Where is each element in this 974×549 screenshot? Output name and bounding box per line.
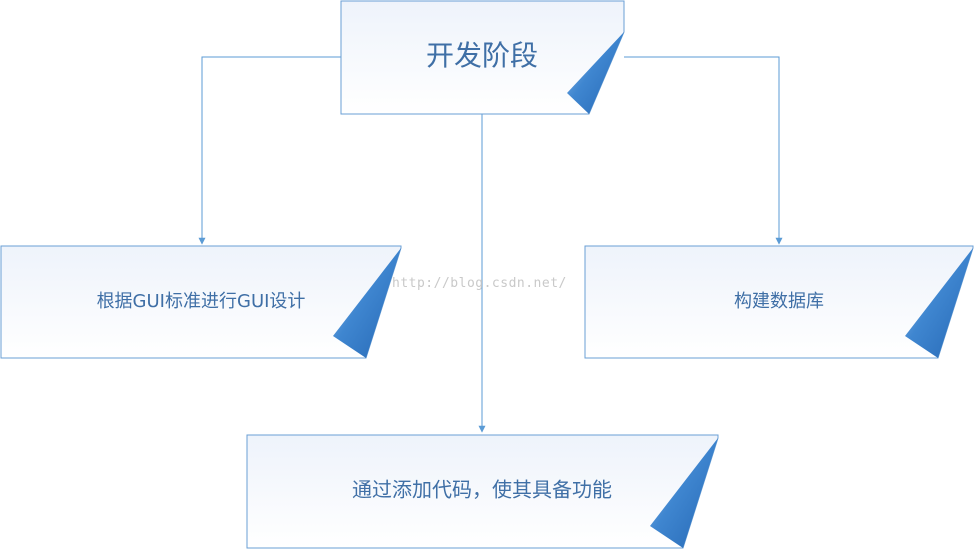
root-box: 开发阶段 xyxy=(340,0,625,115)
child-box-database: 构建数据库 xyxy=(584,245,974,359)
page-curl-icon xyxy=(650,438,718,548)
connector-root-to-gui xyxy=(198,56,341,245)
child-box-add-code: 通过添加代码，使其具备功能 xyxy=(246,434,719,549)
page-curl-icon xyxy=(567,32,624,114)
root-label: 开发阶段 xyxy=(426,39,538,72)
connector-root-to-database xyxy=(624,56,783,245)
page-curl-icon xyxy=(333,248,401,358)
watermark-text: http://blog.csdn.net/ xyxy=(392,276,567,291)
child-box-gui-design: 根据GUI标准进行GUI设计 xyxy=(0,245,402,359)
connectors xyxy=(198,56,783,433)
page-curl-icon xyxy=(905,248,973,358)
child-label-database: 构建数据库 xyxy=(734,291,824,312)
child-label-add-code: 通过添加代码，使其具备功能 xyxy=(352,478,612,502)
child-label-gui-design: 根据GUI标准进行GUI设计 xyxy=(97,291,306,312)
